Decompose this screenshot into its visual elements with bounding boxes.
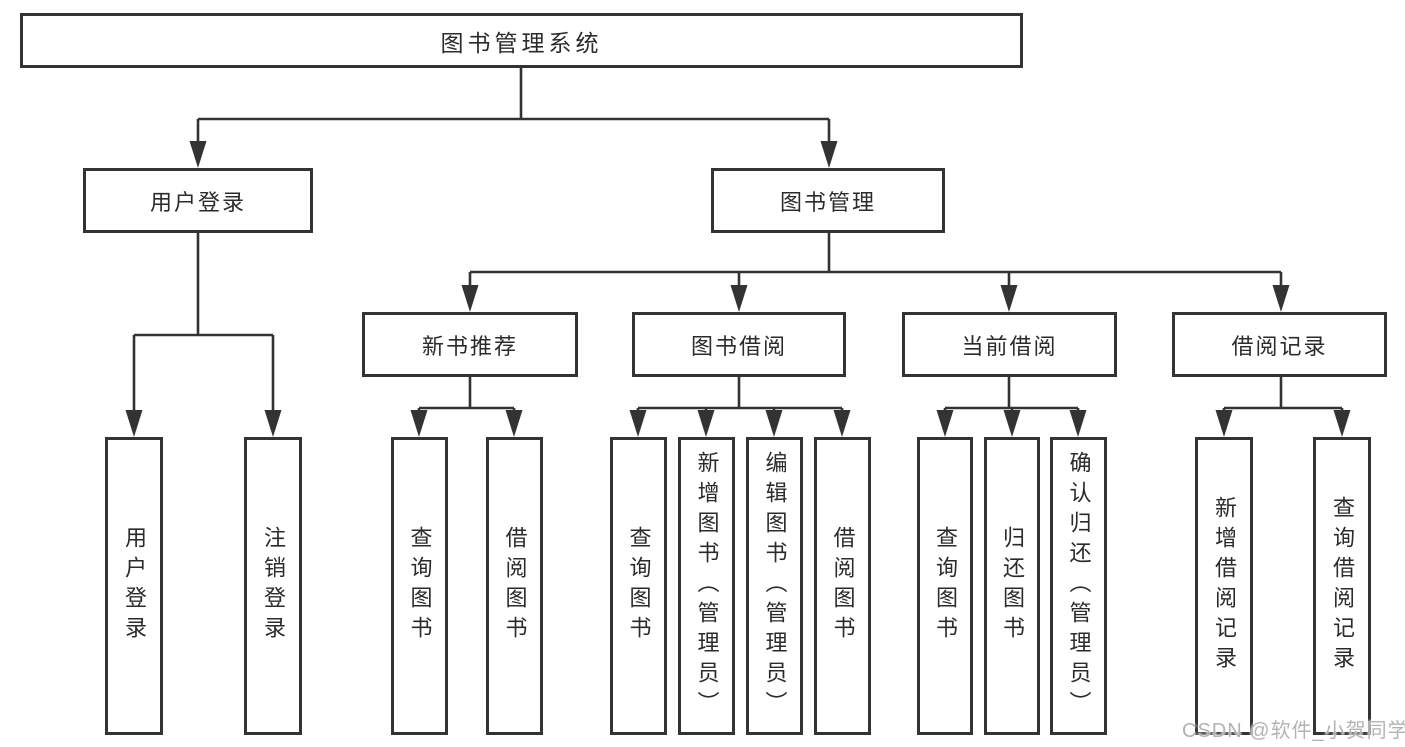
leaf-borrow-book-borrow: 借阅图书 [814,437,871,735]
node-user-login: 用户登录 [83,168,313,233]
arrowhead [1215,410,1233,437]
leaf-query-book-rec-label: 查询图书 [407,526,433,646]
node-book-borrow-label: 图书借阅 [690,333,787,359]
connector-borrow-records [1222,377,1344,411]
leaf-add-book-admin: 新增图书（管理员） [678,437,735,735]
arrowhead [189,141,207,168]
leaf-confirm-return-admin: 确认归还（管理员） [1050,437,1107,735]
leaf-query-book-current: 查询图书 [917,437,973,735]
leaf-return-book-label: 归还图书 [1000,526,1025,646]
node-borrow-records-label: 借阅记录 [1231,333,1328,359]
arrowhead [833,410,851,437]
arrowhead [505,410,523,437]
leaf-return-book: 归还图书 [984,437,1040,735]
node-root: 图书管理系统 [20,13,1023,68]
arrowhead [820,141,838,168]
arrowhead [765,410,783,437]
leaf-user-login-label: 用户登录 [122,526,147,646]
arrowhead [1000,285,1018,312]
arrowhead [936,410,954,437]
arrowhead [410,410,428,437]
arrowhead [697,410,715,437]
node-new-book-rec: 新书推荐 [362,312,578,377]
arrowhead [730,285,748,312]
leaf-logout: 注销登录 [244,437,302,735]
leaf-logout-label: 注销登录 [261,526,286,646]
leaf-edit-book-admin: 编辑图书（管理员） [746,437,803,735]
arrowhead [264,410,282,437]
connector-book-mgmt [468,233,1283,286]
connector-root [196,68,831,142]
node-current-borrow: 当前借阅 [902,312,1117,377]
connector-book-borrow [636,377,844,411]
leaf-add-borrow-record: 新增借阅记录 [1195,437,1253,735]
node-root-label: 图书管理系统 [440,29,603,56]
leaf-confirm-return-admin-label: 确认归还（管理员） [1066,451,1092,721]
node-book-mgmt-label: 图书管理 [779,189,876,215]
leaf-borrow-book-rec-label: 借阅图书 [502,526,528,646]
node-new-book-rec-label: 新书推荐 [421,333,518,359]
leaf-query-book-rec: 查询图书 [391,437,448,735]
node-current-borrow-label: 当前借阅 [961,333,1058,359]
leaf-edit-book-admin-label: 编辑图书（管理员） [762,451,788,721]
leaf-add-book-admin-label: 新增图书（管理员） [694,451,720,721]
arrowhead [461,285,479,312]
arrowhead [125,410,143,437]
leaf-query-book-borrow: 查询图书 [610,437,667,735]
connector-new-book-rec [417,377,516,411]
arrowhead [1272,285,1290,312]
node-book-borrow: 图书借阅 [632,312,846,377]
arrowhead [629,410,647,437]
leaf-add-borrow-record-label: 新增借阅记录 [1212,496,1237,676]
arrowhead [1333,410,1351,437]
node-book-mgmt: 图书管理 [711,168,945,233]
leaf-query-borrow-record: 查询借阅记录 [1313,437,1371,735]
leaf-query-borrow-record-label: 查询借阅记录 [1330,496,1355,676]
arrowhead [1069,410,1087,437]
leaf-borrow-book-rec: 借阅图书 [486,437,543,735]
connector-current-borrow [943,377,1080,411]
connector-user-login [132,233,275,411]
csdn-watermark: CSDN @软件_小贺同学 [1182,720,1405,742]
node-user-login-label: 用户登录 [149,189,246,215]
leaf-query-book-borrow-label: 查询图书 [626,526,652,646]
leaf-user-login: 用户登录 [105,437,163,735]
leaf-query-book-current-label: 查询图书 [933,526,958,646]
arrowhead [1003,410,1021,437]
node-borrow-records: 借阅记录 [1172,312,1387,377]
leaf-borrow-book-borrow-label: 借阅图书 [830,526,856,646]
